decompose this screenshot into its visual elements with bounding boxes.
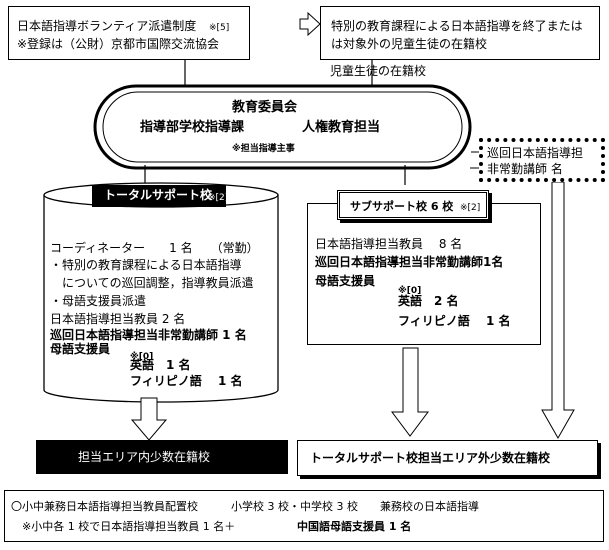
footer-box: 〇小中兼務日本語指導担当教員配置校 小学校 3 校・中学校 3 校 兼務校の日本… (4, 490, 604, 542)
sub-support-lang-2: フィリピノ語 1 名 (398, 314, 511, 328)
total-support-line-6: 巡回日本語指導担当非常勤講師 1 名 (50, 328, 247, 342)
area-outer-label: トータルサポート校担当エリア外少数在籍校 (310, 451, 551, 465)
returnees-line-3: 児童生徒の在籍校 (330, 64, 427, 78)
area-inner-bar: 担当エリア内少数在籍校 (36, 440, 288, 474)
arrow-into-returnees-icon (299, 11, 321, 37)
total-support-line-2: ・特別の教育課程による日本語指導 (50, 258, 242, 272)
returnees-box: 特別の教育課程による日本語指導を終了または は対象外の児童生徒の在籍校 (320, 6, 600, 60)
returnees-line-2: は対象外の児童生徒の在籍校 (331, 37, 488, 51)
volunteer-registration: ※登録は（公財）京都市国際交流協会 (17, 37, 220, 51)
footer-line-2-bold: 中国語母語支援員 1 名 (297, 520, 412, 533)
volunteer-box: 日本語指導ボランティア派遣制度 ※[5] ※登録は（公財）京都市国際交流協会 (8, 6, 250, 60)
sub-support-lang-note: ※[0] (398, 286, 422, 296)
footer-line-1: 〇小中兼務日本語指導担当教員配置校 小学校 3 校・中学校 3 校 兼務校の日本… (11, 500, 479, 513)
sub-support-line-2: 巡回日本語指導担当非常勤講師1名 (315, 255, 504, 269)
total-support-line-7: 母語支援員 (50, 342, 111, 356)
total-support-lang-1: 英語 1 名 (130, 358, 191, 372)
total-support-label-note: ※[2] (208, 193, 229, 203)
itinerant-line-1: 巡回日本語指導担 (487, 146, 584, 160)
total-support-line-5: 日本語指導担当教員 2 名 (50, 312, 186, 326)
area-outer-box: トータルサポート校担当エリア外少数在籍校 (297, 440, 598, 476)
total-support-line-4: ・母語支援員派遣 (50, 294, 147, 308)
board-inner-outline (102, 91, 463, 163)
arrow-down-inner-area-icon (130, 397, 168, 441)
total-support-line-1: コーディネーター 1 名 （常勤） (50, 241, 259, 255)
total-support-lang-note: ※[0] (130, 352, 154, 362)
total-support-line-3: についての巡回調整，指導教員派遣 (50, 276, 254, 290)
volunteer-title: 日本語指導ボランティア派遣制度 (17, 19, 197, 33)
area-inner-label: 担当エリア内少数在籍校 (78, 450, 211, 464)
board-note: ※担当指導主事 (232, 144, 295, 154)
total-support-label-text: トータルサポート校 (104, 188, 213, 202)
footer-line-2-prefix: ※小中各 1 校で日本語指導担当教員 1 名＋ (11, 520, 236, 533)
itinerant-box: 巡回日本語指導担 非常勤講師 名 (479, 138, 605, 182)
board-title: 教育委員会 (232, 100, 298, 115)
sub-support-label-text: サブサポート校 6 校 (350, 200, 454, 213)
itinerant-line-2: 非常勤講師 名 (487, 162, 563, 176)
board-dept-left: 指導部学校指導課 (140, 120, 245, 135)
sub-support-label-note: ※[2] (460, 203, 481, 213)
arrow-down-itinerant-icon (541, 181, 575, 440)
total-support-cylinder (43, 195, 279, 403)
sub-support-line-3: 母語支援員 (315, 274, 376, 288)
volunteer-note: ※[5] (209, 23, 230, 33)
arrow-down-outer-area-icon (391, 347, 429, 437)
sub-support-lang-1: 英語 2 名 (398, 294, 459, 308)
returnees-line-1: 特別の教育課程による日本語指導を終了または (331, 19, 583, 33)
total-support-label: トータルサポート校 ※[2] (92, 185, 229, 207)
sub-support-label: サブサポート校 6 校 ※[2] (337, 190, 489, 220)
total-support-lang-2: フィリピノ語 1 名 (130, 374, 243, 388)
sub-support-line-1: 日本語指導担当教員 8 名 (315, 237, 463, 251)
board-capsule (93, 84, 472, 170)
board-dept-right: 人権教育担当 (302, 120, 381, 135)
